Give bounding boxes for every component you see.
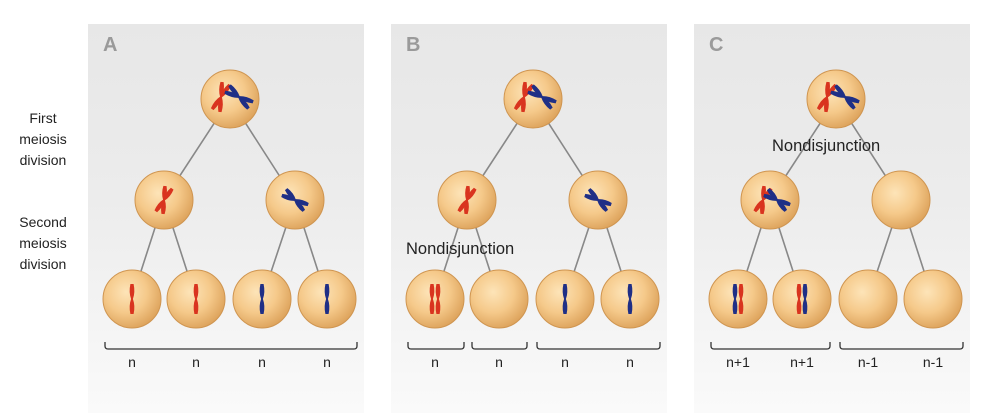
chromosome [562, 284, 568, 314]
chromosome [210, 81, 232, 113]
cell [838, 269, 898, 329]
chromosome [816, 81, 838, 113]
nondisjunction-label: Nondisjunction [406, 240, 515, 258]
gamete-label: n-1 [857, 354, 879, 370]
gamete-label: n [258, 354, 266, 370]
panel-c: C Nondisjunction n+1 n+1 n-1 n-1 [694, 24, 970, 413]
chromosome [324, 284, 330, 314]
gamete-label: n [192, 354, 200, 370]
panel-b: B Nondisjunction n n n n [391, 24, 667, 413]
panel-a: A n n n n [88, 24, 364, 413]
gamete-label: n [128, 354, 136, 370]
gamete-label: n+1 [726, 354, 750, 370]
panel-c-diagram [708, 69, 964, 350]
chromosome [281, 188, 309, 212]
gamete-bracket [839, 342, 964, 350]
chromosome [753, 185, 773, 215]
chromosome [627, 284, 633, 314]
gamete-label: n+1 [790, 354, 814, 370]
panel-a-diagram [102, 69, 358, 350]
gamete-bracket [536, 342, 661, 350]
panel-letter: B [406, 34, 421, 56]
chromosome [457, 185, 477, 215]
chromosome [830, 84, 860, 110]
chromosome [154, 185, 174, 215]
chromosome [763, 188, 791, 212]
chromosome [796, 284, 802, 314]
chromosome [429, 284, 435, 314]
chromosome [732, 284, 738, 314]
cell [708, 269, 768, 329]
gamete-bracket [407, 342, 465, 350]
gamete-label: n [495, 354, 503, 370]
nondisjunction-label: Nondisjunction [772, 137, 881, 155]
gamete-label: n [431, 354, 439, 370]
gamete-bracket [104, 342, 358, 350]
panel-b-diagram [405, 69, 661, 350]
chromosome [584, 188, 612, 212]
cell [871, 170, 931, 230]
gamete-bracket [710, 342, 831, 350]
chromosome [435, 284, 441, 314]
panel-letter: C [709, 34, 724, 56]
chromosome [802, 284, 808, 314]
chromosome [738, 284, 744, 314]
chromosome [527, 84, 557, 110]
cell [806, 69, 866, 129]
gamete-label: n [626, 354, 634, 370]
cell [405, 269, 465, 329]
gamete-label: n [323, 354, 331, 370]
gamete-label: n [561, 354, 569, 370]
chromosome [129, 284, 135, 314]
cell [503, 69, 563, 129]
gamete-bracket [471, 342, 528, 350]
chromosome [193, 284, 199, 314]
cell [469, 269, 529, 329]
panel-letter: A [103, 34, 118, 56]
chromosome [513, 81, 535, 113]
cell [200, 69, 260, 129]
first-meiosis-division-label: First meiosis division [19, 110, 67, 168]
cell [772, 269, 832, 329]
chromosome [224, 84, 254, 110]
cell [903, 269, 963, 329]
chromosome [259, 284, 265, 314]
second-meiosis-division-label: Second meiosis division [19, 214, 67, 272]
gamete-label: n-1 [922, 354, 944, 370]
